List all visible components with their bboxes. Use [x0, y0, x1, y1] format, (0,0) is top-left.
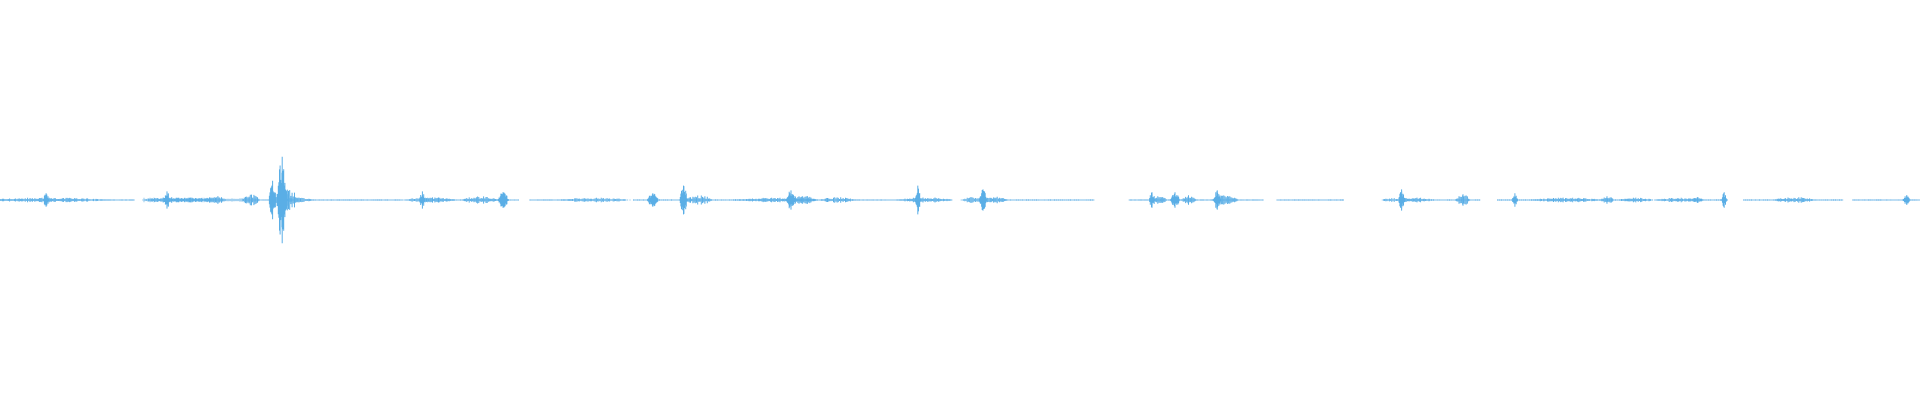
waveform-peak-37	[1512, 193, 1518, 207]
waveform-peak-14	[497, 192, 509, 208]
waveform-peak-12	[403, 197, 457, 203]
waveform-peak-40	[1619, 197, 1654, 203]
waveform-peak-24	[898, 197, 953, 203]
waveform-peak-31	[1181, 195, 1196, 205]
waveform-peak-36	[1456, 194, 1471, 206]
waveform-peak-33	[1211, 195, 1239, 205]
waveform-series	[0, 156, 1911, 244]
waveform-peak-21	[788, 196, 817, 204]
waveform-peak-26	[979, 189, 987, 211]
waveform-peak-39	[1600, 196, 1615, 204]
waveform-peak-29	[1148, 196, 1167, 204]
waveform-peak-30	[1170, 192, 1180, 208]
waveform-peak-27	[989, 196, 1008, 204]
waveform-peak-18	[685, 195, 713, 205]
waveform-peak-38	[1532, 197, 1602, 203]
waveform-peak-22	[819, 197, 855, 203]
baseline-noise-11	[1276, 199, 1344, 201]
waveform-peak-44	[1773, 197, 1818, 203]
waveform-peak-45	[1902, 195, 1911, 205]
waveform-peak-5	[204, 196, 226, 204]
waveform-peak-16	[647, 193, 659, 207]
waveform-peak-13	[462, 196, 499, 204]
waveform-peak-1	[0, 197, 111, 203]
waveform-peak-10	[278, 197, 313, 203]
waveform-peak-42	[1690, 197, 1704, 203]
waveform-peak-43	[1721, 192, 1728, 208]
waveform-peak-7	[268, 180, 277, 220]
waveform-peak-25	[960, 196, 998, 204]
waveform-peak-15	[561, 197, 631, 203]
waveform-peak-6	[242, 194, 261, 206]
baseline-noise-2	[260, 199, 272, 201]
waveform-peak-35	[1381, 197, 1435, 203]
